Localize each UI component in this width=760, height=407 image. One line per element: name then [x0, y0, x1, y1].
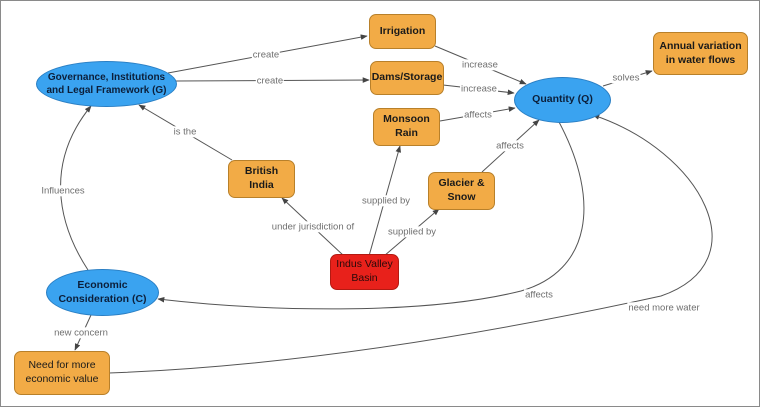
node-annual-variation[interactable]: Annual variation in water flows	[653, 32, 748, 75]
node-glacier-snow[interactable]: Glacier & Snow	[428, 172, 495, 210]
edge-need-quantity[interactable]	[108, 114, 713, 374]
edge-label-supplied-by-monsoon: supplied by	[360, 195, 412, 207]
node-dams-storage[interactable]: Dams/Storage	[370, 61, 444, 95]
node-economic-consideration[interactable]: Economic Consideration (C)	[46, 269, 159, 316]
node-quantity[interactable]: Quantity (Q)	[514, 77, 611, 123]
edge-label-supplied-by-glacier: supplied by	[386, 226, 438, 238]
edge-label-solves: solves	[611, 72, 641, 84]
edge-quantity-economic[interactable]	[157, 121, 585, 310]
edge-label-new-concern: new concern	[53, 327, 109, 339]
edge-label-affects-economic: affects	[524, 289, 554, 301]
edge-label-is-the: is the	[172, 126, 198, 138]
edge-label-need-more-water: need more water	[627, 302, 701, 314]
node-governance[interactable]: Governance, Institutions and Legal Frame…	[36, 61, 177, 107]
edge-label-influences: Influences	[40, 185, 86, 197]
edge-label-create-dams: create	[255, 75, 285, 87]
edge-label-create-irrigation: create	[251, 49, 281, 61]
edge-label-increase-dams: increase	[460, 83, 498, 95]
edge-label-affects-monsoon: affects	[463, 109, 493, 121]
node-need-economic-value[interactable]: Need for more economic value	[14, 351, 110, 395]
edge-label-increase-irrigation: increase	[461, 59, 499, 71]
node-british-india[interactable]: British India	[228, 160, 295, 198]
node-irrigation[interactable]: Irrigation	[369, 14, 436, 49]
edge-label-affects-glacier: affects	[495, 140, 525, 152]
node-monsoon-rain[interactable]: Monsoon Rain	[373, 108, 440, 146]
edge-label-under-jurisdiction: under jurisdiction of	[267, 221, 359, 233]
node-indus-valley-basin[interactable]: Indus Valley Basin	[330, 254, 399, 290]
